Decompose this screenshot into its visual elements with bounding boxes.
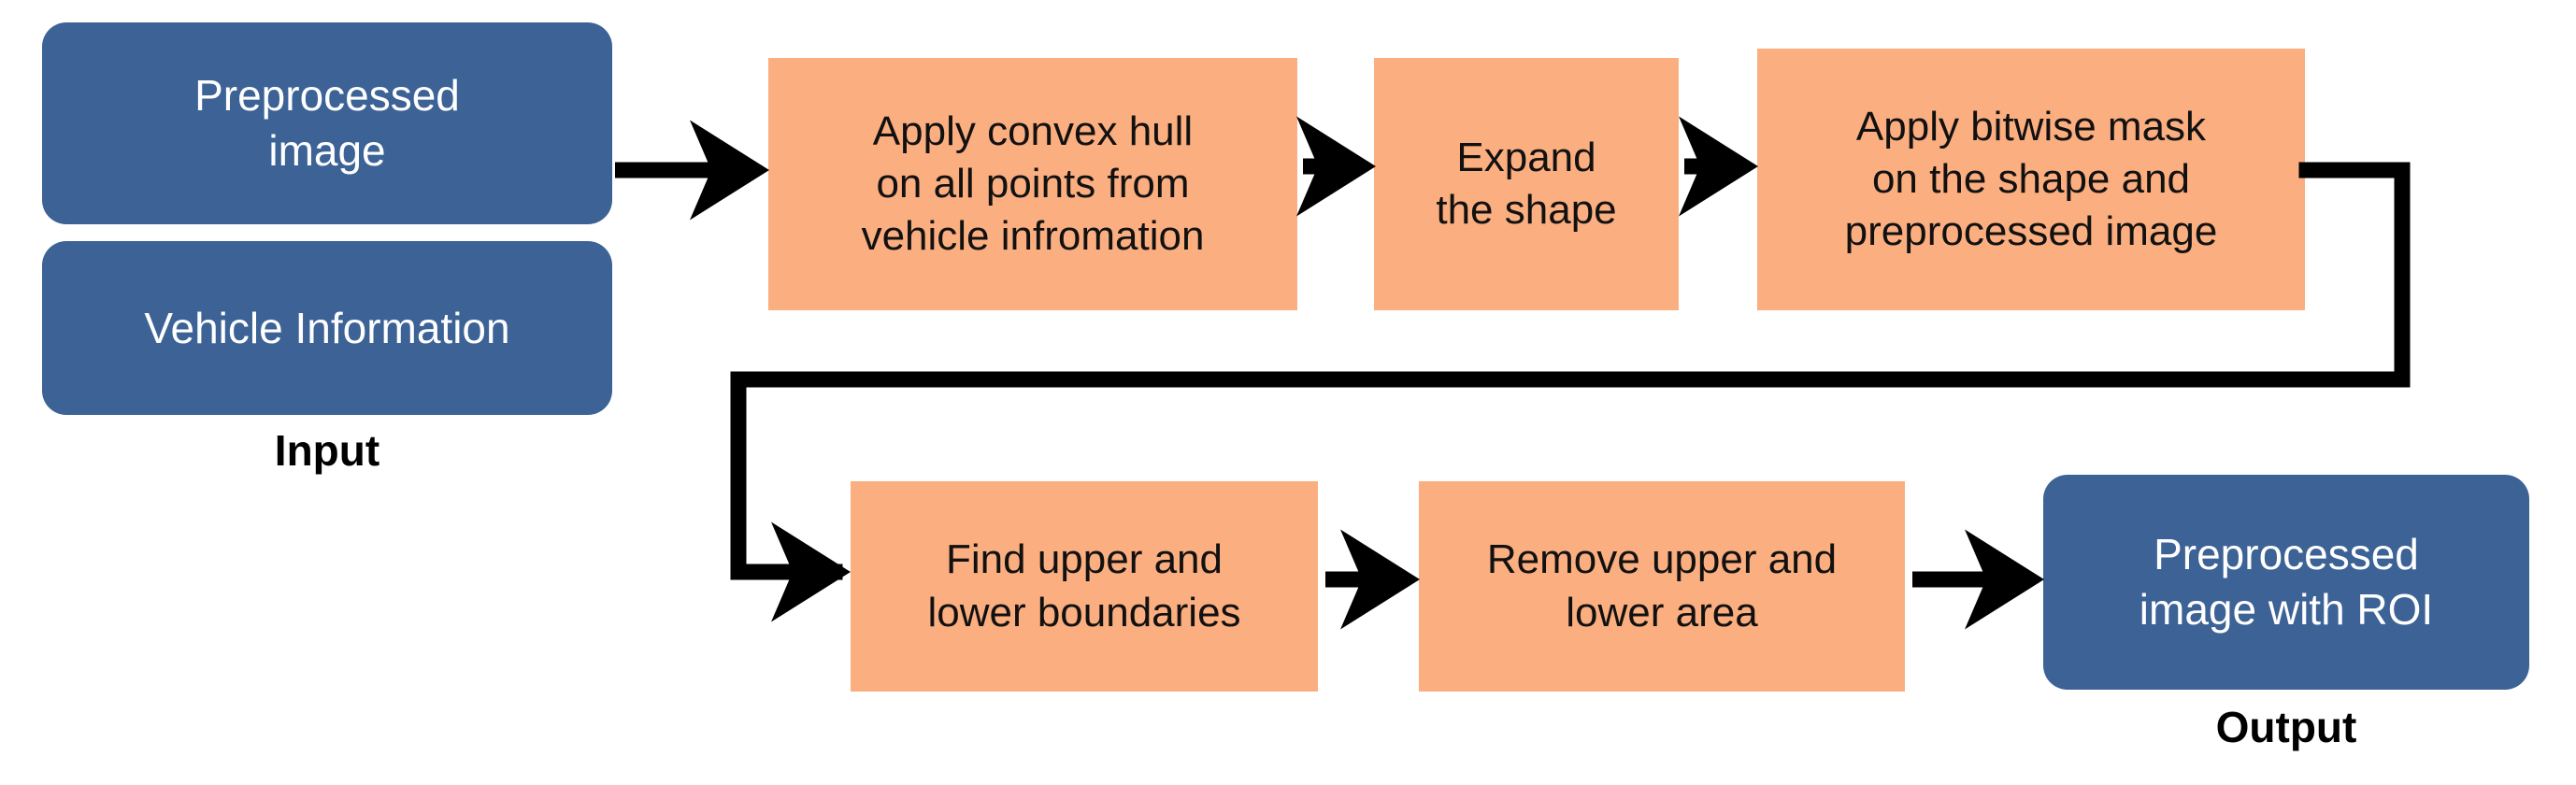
node-preprocessed-image[interactable] — [42, 22, 612, 224]
node-preprocessed-image-roi[interactable] — [2043, 475, 2529, 690]
node-apply-convex-hull[interactable] — [768, 58, 1297, 310]
node-apply-bitwise-mask[interactable] — [1757, 49, 2305, 310]
node-expand-the-shape[interactable] — [1374, 58, 1679, 310]
group-label-input: Input — [274, 426, 380, 475]
edge-bitwise-mask-to-find-boundaries — [730, 162, 2411, 622]
node-find-boundaries[interactable] — [851, 481, 1318, 692]
node-remove-area[interactable] — [1419, 481, 1905, 692]
node-vehicle-information[interactable] — [42, 241, 612, 415]
group-label-output: Output — [2215, 703, 2357, 751]
